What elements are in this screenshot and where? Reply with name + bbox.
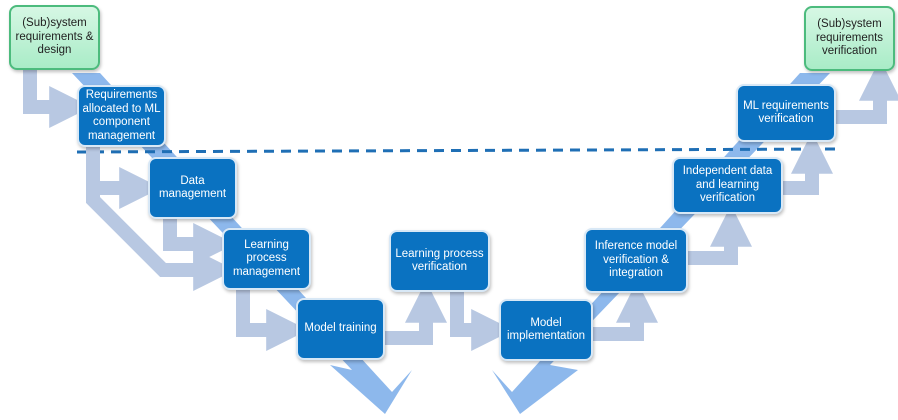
box-label: Model implementation [507, 316, 585, 343]
connector-arrow [687, 204, 752, 265]
box-label: Learning process management [232, 238, 301, 278]
dashed-divider [76, 147, 839, 154]
connector-arrow [592, 280, 658, 341]
subsystem-requirements-design-box: (Sub)system requirements & design [9, 5, 100, 70]
connector-arrow [782, 131, 833, 195]
connector-arrow [835, 58, 898, 124]
subsystem-requirements-verification-box: (Sub)system requirements verification [804, 6, 895, 71]
inference-model-verification-box: Inference model verification & integrati… [584, 228, 688, 293]
connector-arrow [163, 218, 236, 265]
box-label: Requirements allocated to ML component m… [82, 89, 161, 142]
model-implementation-box: Model implementation [499, 299, 593, 361]
box-label: Model training [304, 322, 377, 335]
ml-requirements-verification-box: ML requirements verification [736, 84, 836, 142]
independent-verification-box: Independent data and learning verificati… [672, 157, 783, 214]
requirements-allocated-box: Requirements allocated to ML component m… [77, 85, 166, 147]
box-label: Data management [158, 174, 227, 201]
box-label: (Sub)system requirements & design [15, 17, 94, 57]
box-label: Inference model verification & integrati… [594, 240, 678, 280]
connector-arrow [384, 280, 447, 345]
box-label: Independent data and learning verificati… [682, 165, 773, 205]
connector-arrow [450, 291, 514, 351]
box-label: (Sub)system requirements verification [815, 18, 884, 58]
learning-process-verification-box: Learning process verification [389, 230, 490, 292]
connector-arrow [23, 70, 92, 128]
box-label: ML requirements verification [743, 99, 829, 126]
learning-process-management-box: Learning process management [222, 228, 311, 290]
connector-arrow [86, 180, 236, 291]
connector-arrow [236, 289, 309, 351]
box-label: Learning process verification [395, 247, 484, 274]
model-training-box: Model training [296, 298, 385, 360]
data-management-box: Data management [148, 157, 237, 219]
